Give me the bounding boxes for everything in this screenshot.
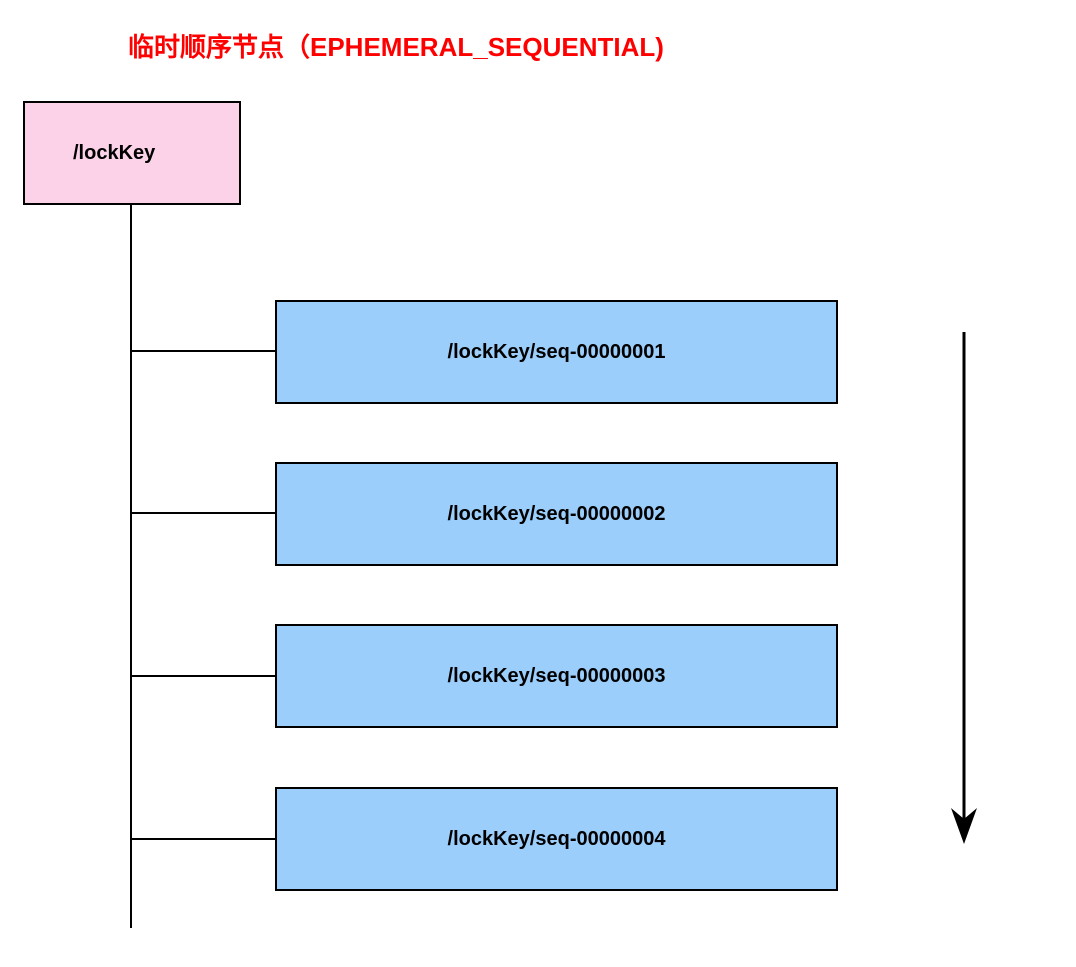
branch-line-3 <box>131 675 276 677</box>
node-seq-00000001-label: /lockKey/seq-00000001 <box>447 340 666 363</box>
page-title: 临时顺序节点（EPHEMERAL_SEQUENTIAL) <box>128 32 664 62</box>
node-seq-00000001[interactable]: /lockKey/seq-00000001 <box>275 300 838 404</box>
branch-line-4 <box>131 838 276 840</box>
tree-trunk-line <box>130 205 132 928</box>
branch-line-1 <box>131 350 276 352</box>
node-seq-00000003[interactable]: /lockKey/seq-00000003 <box>275 624 838 728</box>
node-seq-00000004[interactable]: /lockKey/seq-00000004 <box>275 787 838 891</box>
node-seq-00000002[interactable]: /lockKey/seq-00000002 <box>275 462 838 566</box>
node-root-lockkey[interactable]: /lockKey <box>23 101 241 205</box>
node-seq-00000002-label: /lockKey/seq-00000002 <box>447 502 666 525</box>
branch-line-2 <box>131 512 276 514</box>
downward-order-arrow-icon <box>951 332 977 844</box>
node-seq-00000004-label: /lockKey/seq-00000004 <box>447 827 666 850</box>
node-seq-00000003-label: /lockKey/seq-00000003 <box>447 664 666 687</box>
node-root-label: /lockKey <box>73 141 156 164</box>
